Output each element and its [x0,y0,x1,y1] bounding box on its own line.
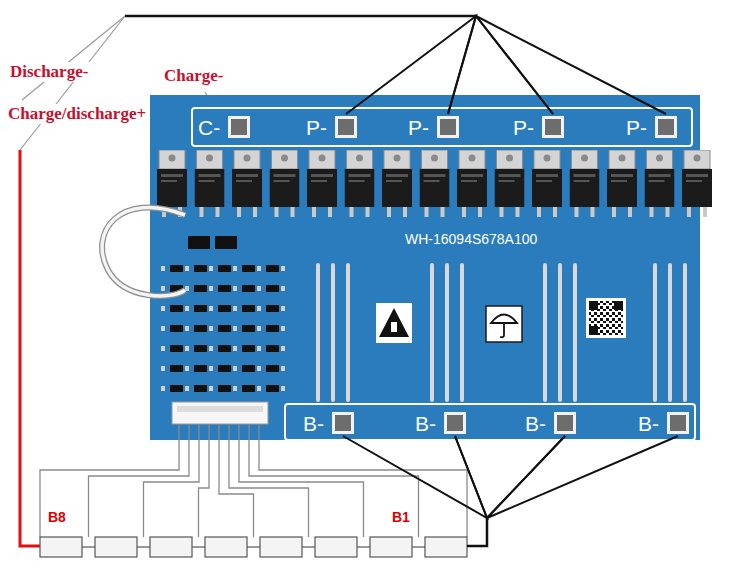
solder-pad [335,116,357,138]
pad-label: B- [638,413,659,434]
cell-tag: B8 [46,509,68,525]
pcb-board [150,95,700,440]
solder-pad [554,412,576,434]
solder-pad [667,412,689,434]
positive-wire [20,150,40,546]
terminal-pad: B- [635,410,692,436]
mosfet-row [157,150,712,217]
balance-wires [40,424,467,537]
pad-strip [285,404,695,440]
solder-pad [332,412,354,434]
pad-label: P- [408,117,429,138]
control-chips [160,236,285,400]
cell-tag: B1 [390,509,412,525]
solder-pad [228,116,250,138]
label-holder: Charge/discharge+ [6,104,148,124]
terminal-callout: Charge- [162,66,225,86]
umbrella-icon [486,306,522,342]
solder-pad [542,116,564,138]
pad-label: B- [525,413,546,434]
terminal-callout: Discharge- [8,62,90,82]
pad-label: P- [626,117,647,138]
qr-code [586,298,626,338]
solder-pad [437,116,459,138]
balance-connector [172,402,268,424]
label-holder: Charge- [162,66,225,86]
terminal-pad: B- [412,410,469,436]
board-model: WH-16094S678A100 [405,231,537,248]
pcb-board: WH-16094S678A100 C- P- P- P- P- B- B- B- B- [150,95,700,440]
solder-pad [655,116,677,138]
terminal-pad: P- [303,114,360,140]
wire-connector [455,436,565,518]
solder-pad [444,412,466,434]
esd-icon [376,303,412,343]
pad-label: P- [513,117,534,138]
terminal-pad: P- [405,114,462,140]
label-holder: Discharge- [8,62,90,82]
wire-connector [343,436,487,518]
terminal-pad: B- [300,410,357,436]
terminal-callout: Charge/discharge+ [6,104,148,124]
label-holder: B8 [46,508,68,526]
wire-connector [487,436,678,518]
pad-label: B- [415,413,436,434]
shunt-resistors [318,265,685,400]
wire-connector [448,16,553,114]
terminal-pad: P- [510,114,567,140]
terminal-pad: C- [195,114,253,140]
negative-wire [467,518,487,546]
battery-cells [40,537,467,557]
terminal-pad: P- [623,114,680,140]
pad-label: P- [306,117,327,138]
discharge-wire [125,15,476,18]
pad-label: C- [198,117,220,138]
sense-loop [102,207,185,296]
wire-connector [476,16,666,114]
wire-connector [346,16,476,114]
pad-strip [192,108,692,146]
cell-links [82,546,425,547]
label-holder: B1 [390,508,412,526]
terminal-pad: B- [522,410,579,436]
pad-label: B- [303,413,324,434]
